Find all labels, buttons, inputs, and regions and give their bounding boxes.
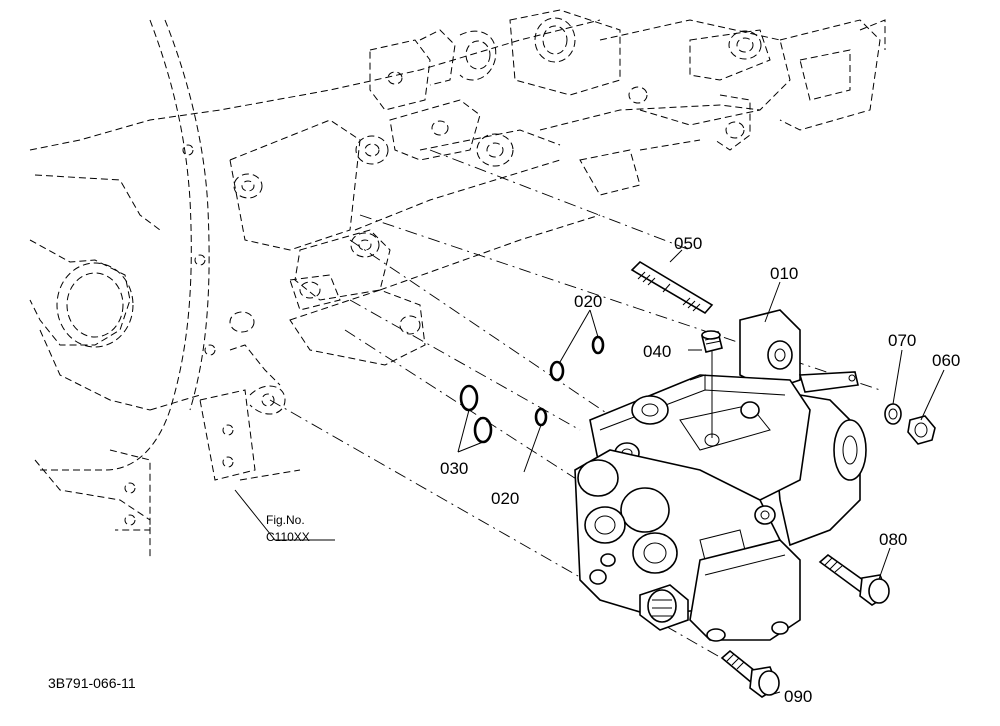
o-rings xyxy=(459,335,605,444)
label-070: 070 xyxy=(888,331,916,350)
label-060: 060 xyxy=(932,351,960,370)
label-090: 090 xyxy=(784,687,812,706)
label-020-lower: 020 xyxy=(491,489,519,508)
o-ring-020-lower[interactable] xyxy=(534,407,548,427)
label-080: 080 xyxy=(879,530,907,549)
bolt-080[interactable] xyxy=(818,553,890,606)
label-040: 040 xyxy=(643,342,671,361)
bolt-090[interactable] xyxy=(720,649,780,698)
label-010: 010 xyxy=(770,264,798,283)
callout-labels: 050 010 020 040 070 060 030 020 080 090 … xyxy=(48,234,960,706)
o-ring-030-upper[interactable] xyxy=(459,384,479,412)
stud-050[interactable] xyxy=(630,260,714,315)
plug-040[interactable] xyxy=(701,330,723,353)
drawing-code: 3B791-066-11 xyxy=(48,675,136,691)
washer-070[interactable] xyxy=(884,403,902,425)
transmission-housing-phantom xyxy=(29,9,886,560)
o-ring-020-upper-b[interactable] xyxy=(591,335,605,355)
fig-ref-line1: Fig.No. xyxy=(266,513,305,527)
label-050: 050 xyxy=(674,234,702,253)
valve-body-010[interactable] xyxy=(574,309,867,642)
o-ring-030-lower[interactable] xyxy=(473,416,493,444)
leader-lines xyxy=(234,249,945,696)
label-030: 030 xyxy=(440,459,468,478)
label-020-upper: 020 xyxy=(574,292,602,311)
nut-060[interactable] xyxy=(907,415,936,445)
fig-ref-line2: C110XX xyxy=(266,530,310,544)
o-ring-020-upper-a[interactable] xyxy=(549,360,565,382)
